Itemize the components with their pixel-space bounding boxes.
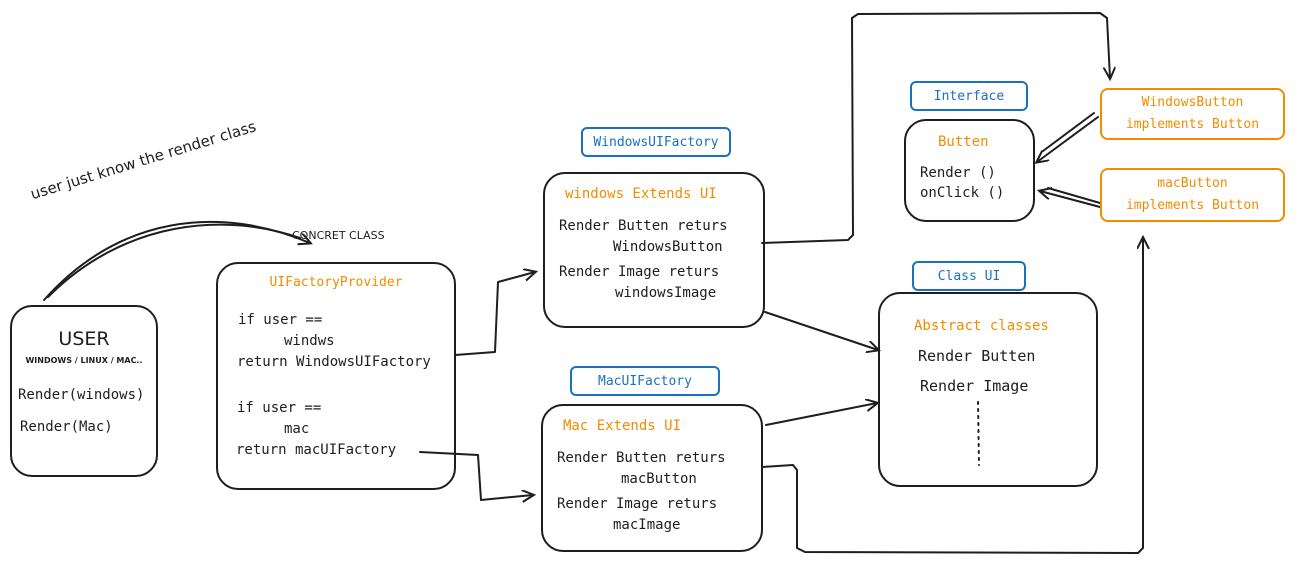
arrow-windows-to-windowsbutton — [761, 12, 1110, 244]
mac-factory-line: Render Image returs — [557, 496, 718, 512]
arrow-macbutton-to-interface — [1040, 191, 1101, 208]
class-ui-tag: Class UI — [912, 261, 1026, 291]
windows-factory-line: Render Image returs — [559, 264, 720, 280]
interface-tag: Interface — [910, 81, 1028, 111]
mac-button-implements: implements Button — [1125, 198, 1260, 213]
class-ui-method: Render Image — [920, 377, 1029, 395]
mac-factory-line: Render Butten returs — [557, 450, 726, 466]
user-box: USER WINDOWS / LINUX / MAC.. Render(wind… — [10, 305, 158, 477]
user-render-windows: Render(windows) — [18, 387, 145, 403]
class-ui-box: Abstract classes Render Butten Render Im… — [878, 292, 1098, 487]
user-title: USER — [58, 328, 110, 350]
arrow-provider-to-windows — [454, 272, 535, 356]
interface-method: Render () — [920, 165, 996, 181]
arrow-mac-to-macbutton — [761, 238, 1143, 554]
interface-method: onClick () — [920, 185, 1005, 201]
mac-ui-factory-tag: MacUIFactory — [570, 366, 720, 396]
windows-factory-title: windows Extends UI — [565, 186, 717, 202]
windows-factory-line: Render Butten returs — [559, 218, 728, 234]
windows-button-implements: implements Button — [1125, 117, 1260, 132]
windows-factory-line: windowsImage — [615, 285, 717, 301]
concret-class-label: CONCRET CLASS — [292, 229, 385, 242]
mac-button-name: macButton — [1157, 176, 1228, 191]
class-ui-title: Abstract classes — [914, 318, 1049, 334]
user-render-mac: Render(Mac) — [20, 419, 113, 435]
provider-line: if user == — [238, 312, 323, 328]
class-ui-method: Render Butten — [918, 347, 1036, 365]
arrow-provider-to-mac — [419, 451, 533, 500]
provider-line: return macUIFactory — [236, 442, 397, 458]
windows-button-name: WindowsButton — [1141, 95, 1244, 110]
provider-line: if user == — [237, 400, 322, 416]
interface-title: Butten — [938, 134, 989, 150]
mac-factory-title: Mac Extends UI — [563, 418, 682, 434]
windows-ui-factory-tag: WindowsUIFactory — [581, 127, 731, 157]
mac-factory-line: macButton — [621, 471, 697, 487]
mac-factory-box: Mac Extends UI Render Butten returs macB… — [541, 404, 763, 552]
windows-factory-box: windows Extends UI Render Butten returs … — [543, 172, 765, 328]
provider-line: windws — [284, 333, 335, 349]
mac-button-box: macButton implements Button — [1100, 168, 1285, 222]
windows-button-box: WindowsButton implements Button — [1100, 88, 1285, 140]
mac-factory-line: macImage — [613, 517, 681, 533]
provider-title: UIFactoryProvider — [269, 275, 403, 290]
user-subtitle: WINDOWS / LINUX / MAC.. — [25, 356, 143, 365]
interface-box: Butten Render () onClick () — [904, 119, 1035, 222]
windows-factory-line: WindowsButton — [613, 239, 723, 255]
provider-line: return WindowsUIFactory — [237, 354, 431, 370]
ui-factory-provider-box: UIFactoryProvider if user == windws retu… — [216, 262, 456, 490]
arrow-windowsbutton-to-interface — [1037, 116, 1099, 162]
provider-line: mac — [284, 421, 310, 437]
arrow-windows-to-classui — [764, 311, 878, 350]
arrow-mac-to-classui — [765, 403, 877, 426]
